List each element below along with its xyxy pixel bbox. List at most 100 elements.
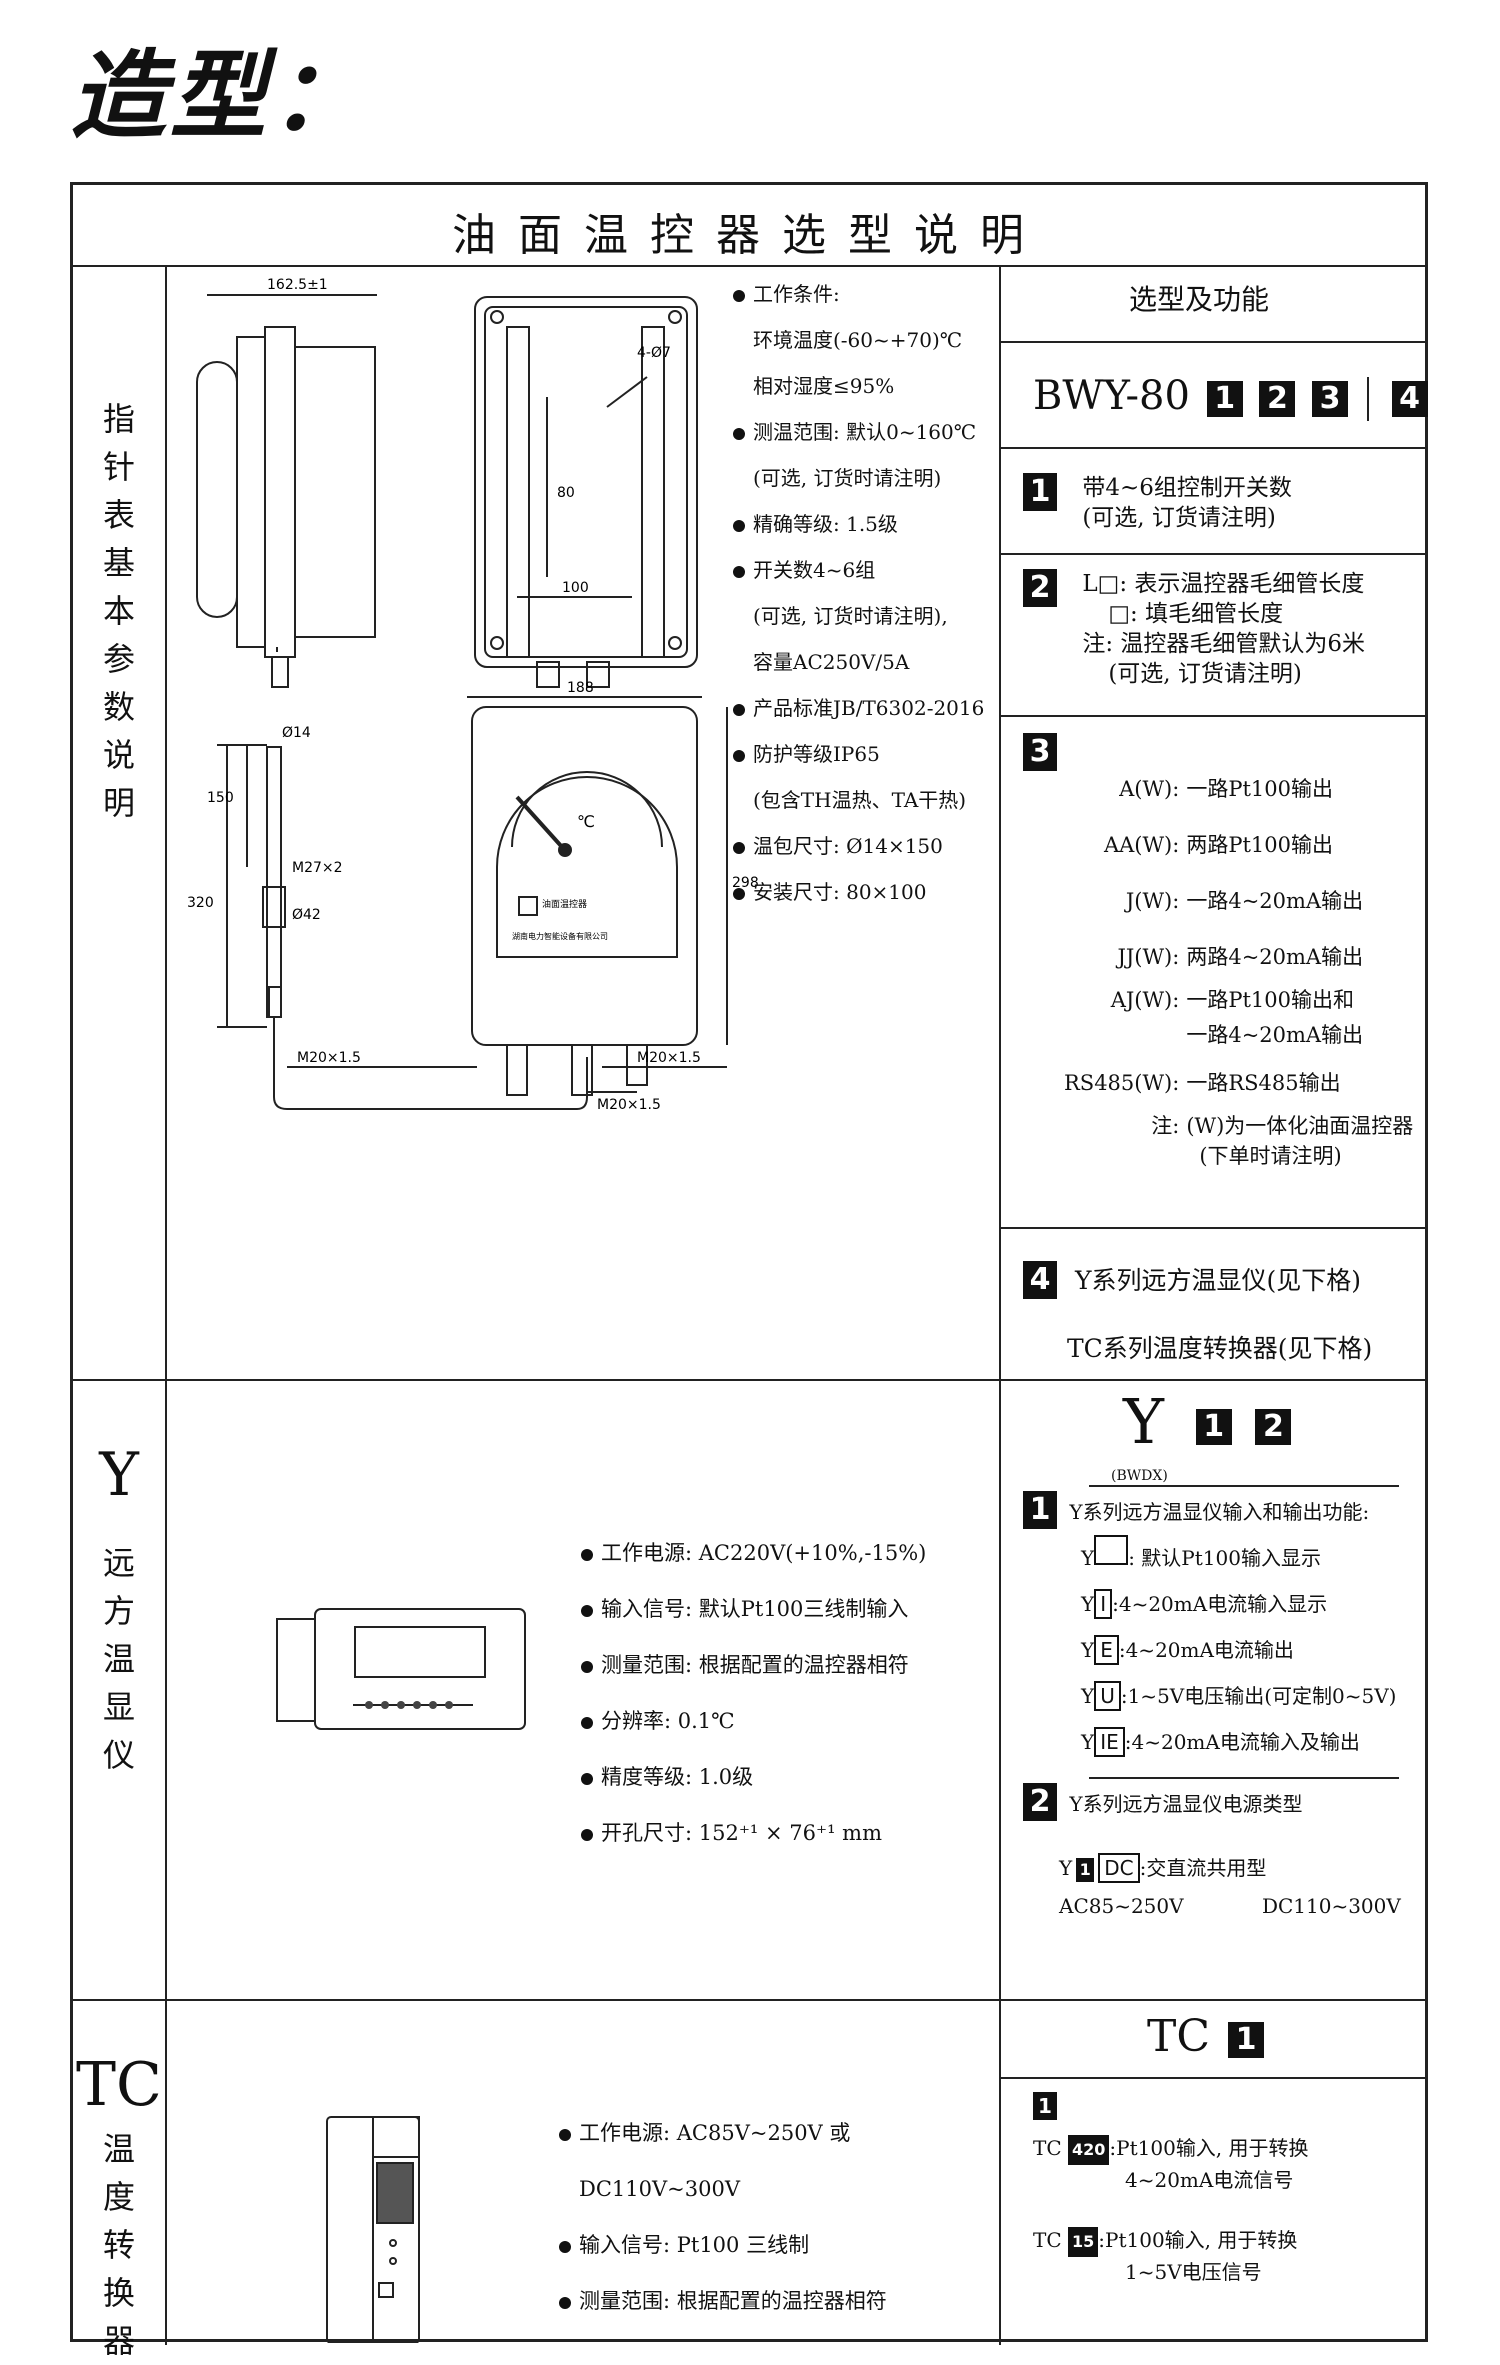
selection-section-3: 3 A(W):一路Pt100输出 AA(W):两路Pt100输出 J(W):一路… xyxy=(1023,733,1414,1171)
drawing-label: 油面温控器 xyxy=(542,898,587,910)
spec-item: (可选, 订货时请注明) xyxy=(753,466,942,490)
side-letter: Y xyxy=(99,1440,139,1510)
code-box: E xyxy=(1094,1635,1119,1665)
spec-item: 工作电源: AC85V~250V 或 xyxy=(579,2121,851,2145)
output-desc: 一路4~20mA输出 xyxy=(1186,889,1364,913)
spec-item: 相对湿度≤95% xyxy=(753,374,895,398)
side-letter: TC xyxy=(76,2050,162,2120)
section-text: 带4~6组控制开关数 xyxy=(1082,475,1292,501)
model-prefix: TC xyxy=(1147,2011,1211,2062)
output-code xyxy=(1063,1141,1185,1171)
spec-item: 防护等级IP65 xyxy=(753,742,880,766)
grid-line xyxy=(73,1999,1425,2001)
code-box: DC xyxy=(1098,1853,1140,1883)
tc-converter-drawing xyxy=(326,2116,420,2343)
drawing-label: M27×2 xyxy=(292,860,343,876)
code-box: U xyxy=(1094,1681,1121,1711)
side-char: 参 xyxy=(102,640,135,678)
code-box: I xyxy=(1094,1589,1113,1619)
spec-item: 测量范围: 根据配置的温控器相符 xyxy=(579,2289,887,2313)
sheet-title: 油面温控器选型说明 xyxy=(452,210,1046,261)
model-box: 2 xyxy=(1255,1408,1292,1445)
section-text: :Pt100输入, 用于转换 xyxy=(1098,2228,1298,2252)
grid-line xyxy=(999,2077,1425,2079)
section-number: 1 xyxy=(1023,1491,1057,1529)
bwy-model-code: BWY-80 1 2 3 4 xyxy=(1033,373,1428,421)
divider xyxy=(1089,1777,1399,1779)
section-number: 2 xyxy=(1023,1783,1057,1821)
drawing-label: M20×1.5 xyxy=(637,1050,701,1066)
drawing-label: Ø14 xyxy=(282,725,311,741)
drawing-label: M20×1.5 xyxy=(297,1050,361,1066)
code-box xyxy=(1094,1535,1129,1565)
section-text: (可选, 订货请注明) xyxy=(1082,505,1276,531)
grid-line xyxy=(999,265,1001,2345)
drawing-label: 188 xyxy=(567,680,594,696)
tc-side-label: TC 温 度 转 换 器 xyxy=(73,2045,165,2365)
output-code: A(W): xyxy=(1119,777,1180,801)
side-char: 数 xyxy=(102,688,135,726)
spec-item: 测温范围: 默认0~160℃ xyxy=(753,420,977,444)
side-char: 基 xyxy=(102,544,135,582)
model-box: 2 xyxy=(1259,381,1296,417)
section-text: TC系列温度转换器(见下格) xyxy=(1067,1334,1373,1363)
drawing-label: 湖南电力智能设备有限公司 xyxy=(512,931,608,941)
output-code xyxy=(1063,1015,1185,1055)
output-code: JJ(W): xyxy=(1117,945,1180,969)
spec-item: 温包尺寸: Ø14×150 xyxy=(753,834,943,858)
spec-item: DC110V~300V xyxy=(579,2177,740,2201)
spec-item: 精确等级: 1.5级 xyxy=(753,512,898,536)
side-char: 远 xyxy=(102,1544,135,1582)
spec-item: 安装尺寸: 80×100 xyxy=(753,880,927,904)
side-char: 明 xyxy=(102,784,135,822)
selection-sheet: 油面温控器选型说明 指 针 表 基 本 参 数 说 明 Y 远 方 温 显 仪 … xyxy=(70,182,1428,2360)
page-heading: 造型： xyxy=(70,40,370,152)
section-text: :4~20mA电流输出 xyxy=(1118,1638,1294,1662)
output-code: AA(W): xyxy=(1103,833,1180,857)
section-number: 3 xyxy=(1023,733,1057,771)
output-desc: (W)为一体化油面温控器 xyxy=(1186,1114,1414,1138)
side-char: 度 xyxy=(102,2178,135,2216)
code-box: 1 xyxy=(1076,1858,1095,1882)
drawing-label: 150 xyxy=(207,790,234,806)
drawing-label: ℃ xyxy=(577,812,595,831)
section-text: 4~20mA电流信号 xyxy=(1125,2168,1294,2192)
drawing-label: M20×1.5 xyxy=(597,1097,661,1113)
model-box: 1 xyxy=(1228,2021,1265,2058)
section-text: :4~20mA电流输入显示 xyxy=(1112,1592,1328,1616)
side-char: 本 xyxy=(102,592,135,630)
side-char: 方 xyxy=(102,1592,135,1630)
spec-item: 容量AC250V/5A xyxy=(753,650,910,674)
divider xyxy=(1089,1485,1399,1487)
section-text: : 默认Pt100输入显示 xyxy=(1128,1546,1321,1570)
spec-item: 产品标准JB/T6302-2016 xyxy=(753,696,985,720)
section-text: Y系列远方温显仪输入和输出功能: xyxy=(1069,1500,1370,1524)
spec-item: 测量范围: 根据配置的温控器相符 xyxy=(601,1653,909,1677)
side-char: 温 xyxy=(102,1640,135,1678)
drawing-label: 320 xyxy=(187,895,214,911)
section-text: :交直流共用型 xyxy=(1139,1856,1267,1880)
spec-item: (包含TH温热、TA干热) xyxy=(753,788,967,812)
grid-line xyxy=(73,1379,1425,1381)
output-code: RS485(W): xyxy=(1064,1071,1180,1095)
spec-item: 分辨率: 0.1℃ xyxy=(601,1709,735,1733)
output-desc: 一路Pt100输出和 xyxy=(1186,988,1354,1012)
output-desc: 一路Pt100输出 xyxy=(1186,777,1333,801)
code-box: 420 xyxy=(1068,2135,1110,2165)
output-code: 注: xyxy=(1151,1114,1180,1138)
range-text: DC110~300V xyxy=(1261,1894,1401,1918)
section-text: Y系列远方温显仪电源类型 xyxy=(1069,1792,1303,1816)
output-code: J(W): xyxy=(1125,889,1180,913)
drawing-label: 80 xyxy=(557,485,575,501)
side-char: 换 xyxy=(102,2274,135,2312)
section-text: 注: 温控器毛细管默认为6米 xyxy=(1082,631,1366,657)
spec-item: 环境温度(-60~+70)℃ xyxy=(753,328,963,352)
spec-item: (可选, 订货时请注明), xyxy=(753,604,948,628)
grid-line xyxy=(999,553,1425,555)
model-box: 3 xyxy=(1312,381,1349,417)
drawing-label: 4-Ø7 xyxy=(637,345,671,361)
side-char: 表 xyxy=(102,496,135,534)
y-model-subtitle: (BWDX) xyxy=(1111,1468,1168,1484)
output-desc: 两路Pt100输出 xyxy=(1186,833,1333,857)
